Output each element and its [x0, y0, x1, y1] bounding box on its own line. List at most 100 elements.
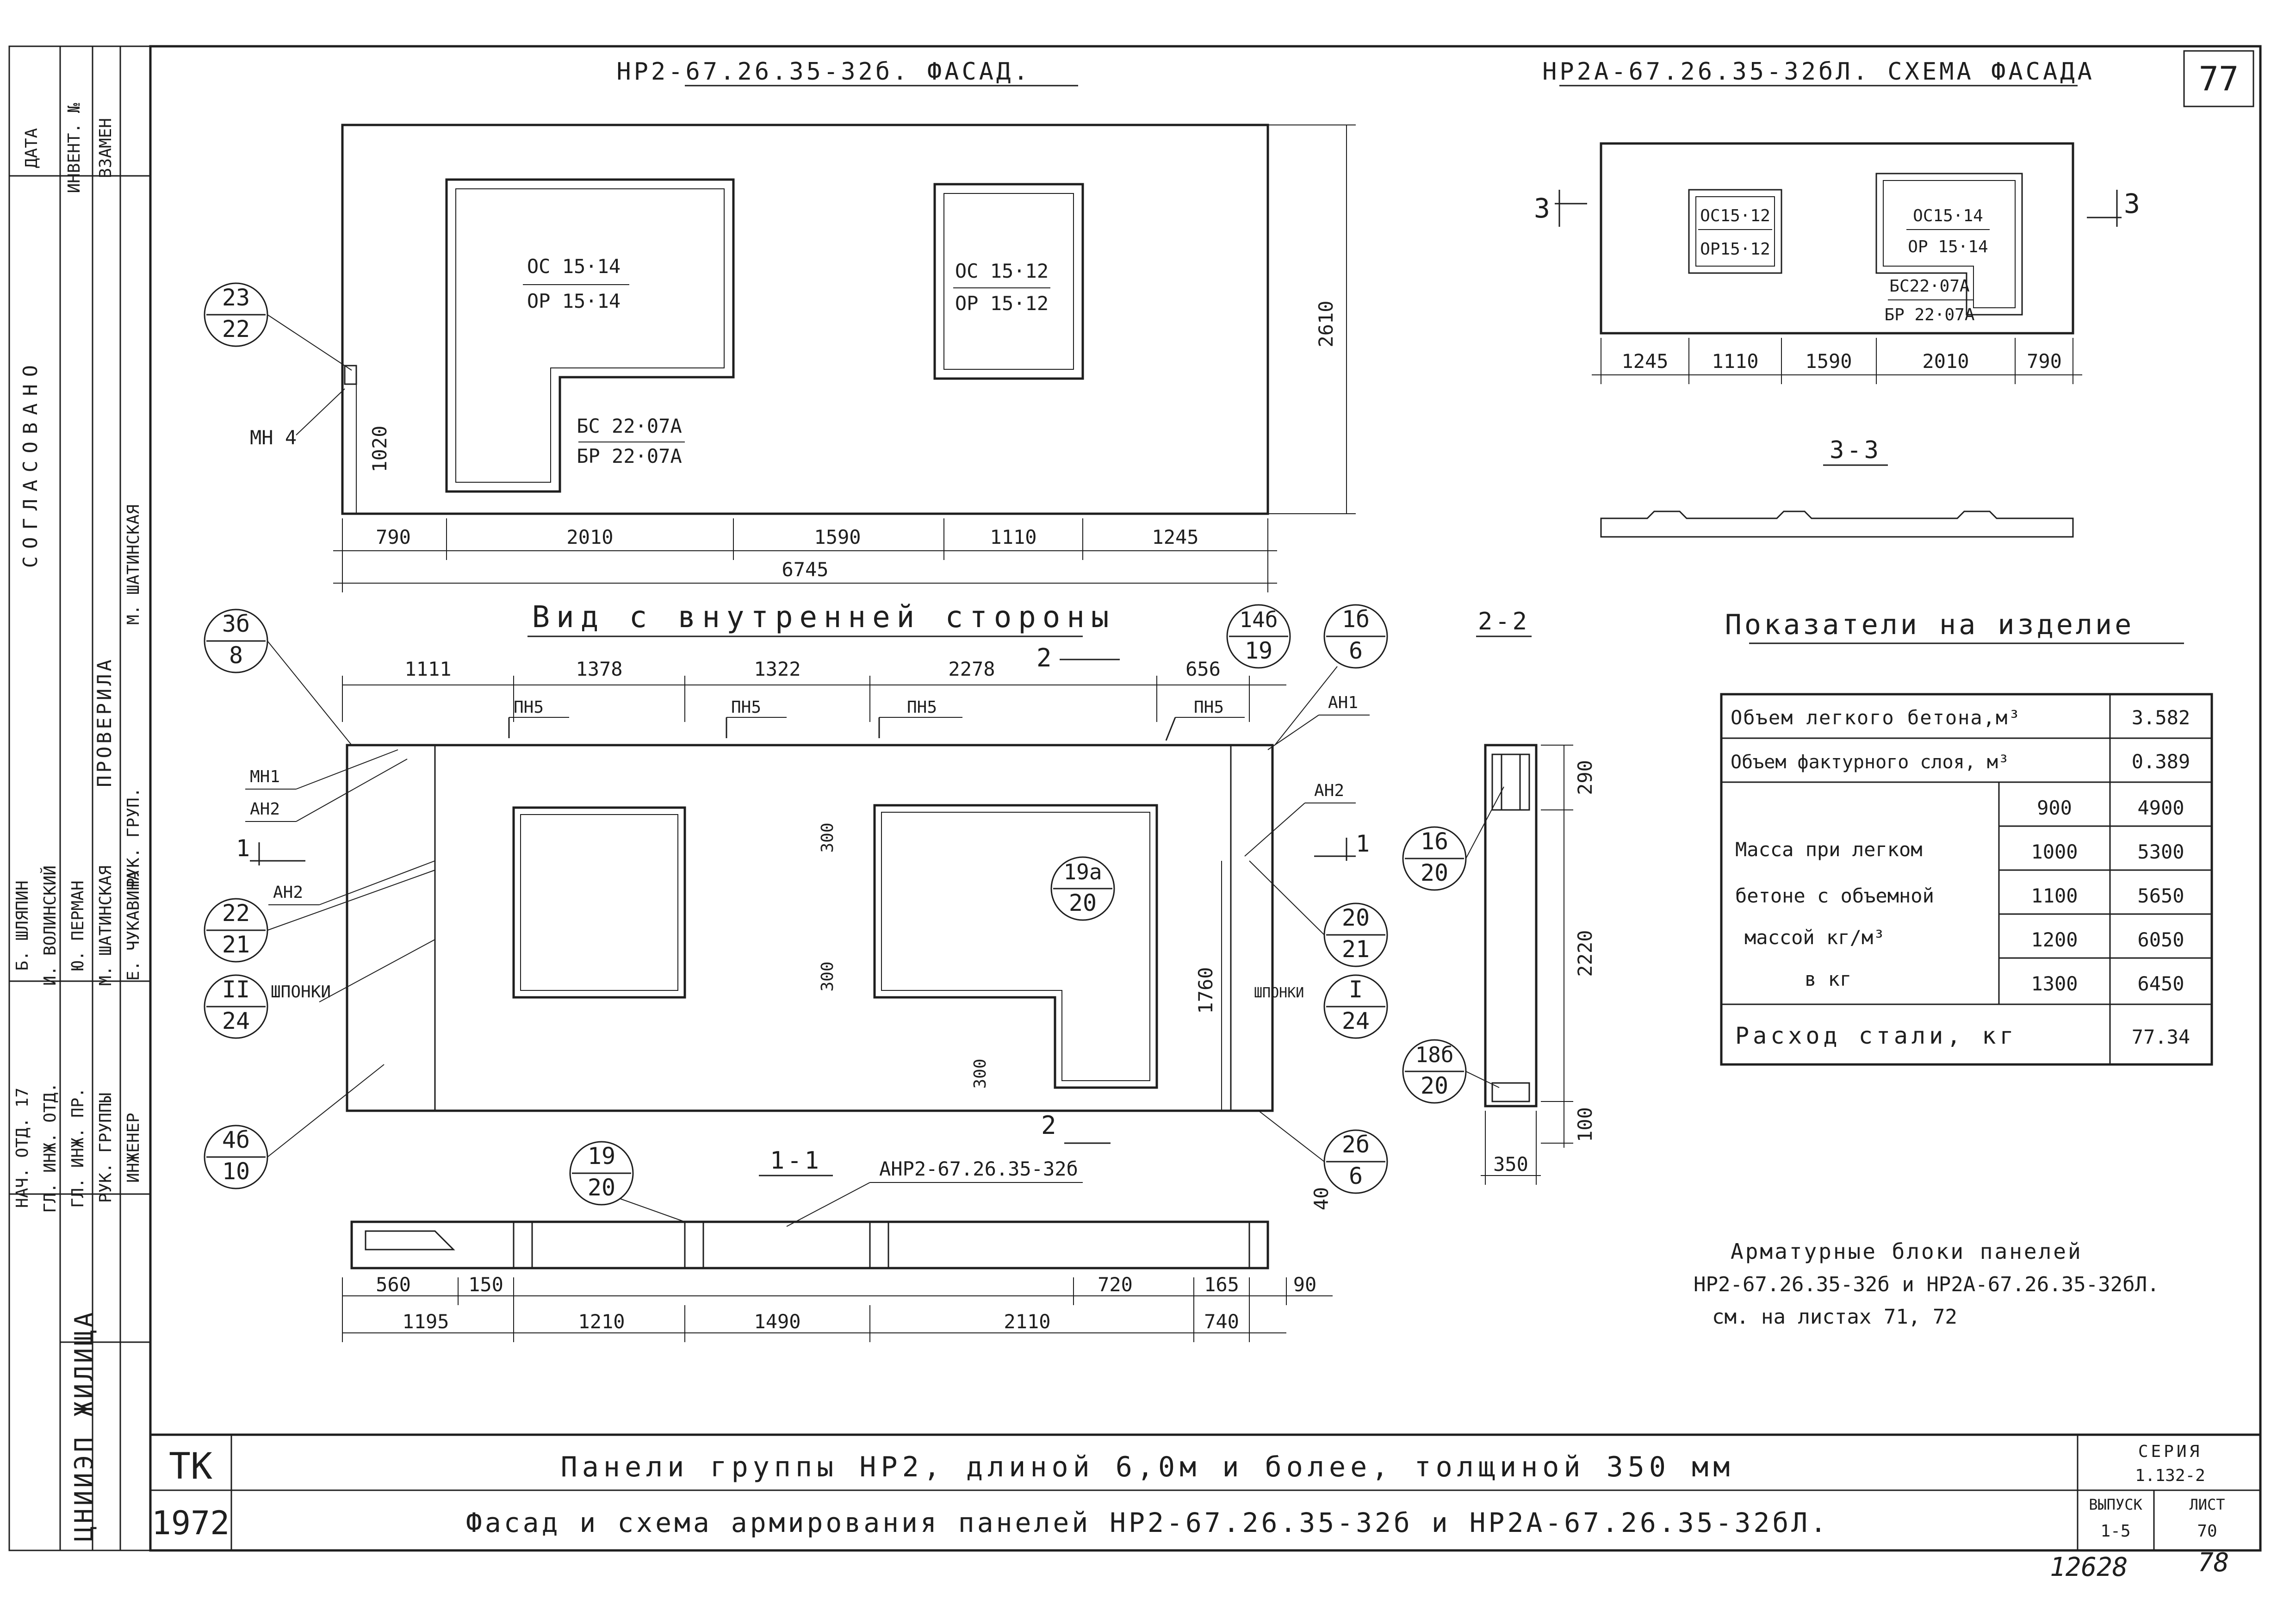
- cut-label: 3: [2124, 188, 2140, 219]
- interior-dim: 2278: [948, 658, 995, 680]
- large-window-label: ОР 15·14: [527, 290, 621, 312]
- callout-text: 6: [1349, 637, 1363, 664]
- note-line: НР2-67.26.35-32б и НР2А-67.26.35-32бЛ.: [1694, 1273, 2159, 1296]
- left-strip-border: [8, 45, 151, 1551]
- list-label: ЛИСТ: [2189, 1496, 2225, 1513]
- section-3-3-profile: [1600, 510, 2074, 538]
- callout-text: 16: [1421, 828, 1448, 855]
- callout-text: 8: [229, 642, 243, 669]
- embedded-part-label: МН1: [250, 767, 280, 786]
- year: 1972: [152, 1504, 230, 1542]
- title-block: ТК 1972 Панели группы НР2, длиной 6,0м и…: [150, 1433, 2260, 1550]
- section-1-1-label: 1-1: [770, 1147, 822, 1175]
- vypusk-value: 1-5: [2100, 1522, 2130, 1541]
- interior-view: Вид с внутренней стороны 1111 1378 1322 …: [204, 600, 1388, 1194]
- dim-40: 40: [1310, 1187, 1333, 1211]
- scheme-title: НР2А-67.26.35-32бЛ. СХЕМА ФАСАДА: [1542, 58, 2095, 86]
- callout-text: 20: [1342, 904, 1370, 931]
- scheme-dim: 2010: [1922, 350, 1969, 373]
- callout-text: 10: [222, 1158, 250, 1185]
- person-name: Б. ШЛЯПИН: [13, 880, 32, 971]
- callout-text: 24: [1342, 1008, 1370, 1034]
- indicator-value: 3.582: [2132, 706, 2190, 729]
- interior-panel-outline: [346, 744, 1274, 1112]
- small-window-label: ОР 15·12: [955, 292, 1049, 315]
- callout-text: 20: [588, 1174, 615, 1201]
- callout-text: 19а: [1063, 859, 1102, 884]
- callout-20-21: 20 21: [1249, 860, 1388, 967]
- callout-text: 21: [222, 931, 250, 958]
- section-dim: 150: [468, 1273, 503, 1296]
- callout-text: 20: [1421, 859, 1448, 886]
- section-1-1: 1-1 АНР2-67.26.35-32б 19 20 40 560 150 7…: [342, 1141, 1333, 1342]
- dim-1110: 1110: [990, 526, 1036, 548]
- section-dim: 740: [1204, 1310, 1239, 1333]
- section-dim: 1195: [402, 1310, 449, 1333]
- dim-1020: 1020: [368, 425, 391, 472]
- interior-dim: 1111: [404, 658, 451, 680]
- dim-1760: 1760: [1194, 967, 1217, 1014]
- dim-350: 350: [1493, 1153, 1528, 1176]
- scheme-panel-outline: [1600, 142, 2074, 335]
- small-window-opening: [933, 183, 1084, 380]
- callout-text: 20: [1421, 1072, 1448, 1099]
- reinforcement-note: Арматурные блоки панелей НР2-67.26.35-32…: [1694, 1239, 2159, 1329]
- callout-II-24: II 24: [204, 974, 268, 1039]
- sheet-number: 77: [2199, 59, 2239, 98]
- section-dim: 100: [1574, 1107, 1596, 1142]
- person-role: ГЛ. ИНЖ. ПР.: [68, 1088, 87, 1208]
- section-dim: 560: [376, 1273, 411, 1296]
- interior-title: Вид с внутренней стороны: [532, 600, 1116, 635]
- inventory-label: ИНВЕНТ. №: [65, 103, 84, 193]
- mass-value: 6450: [2137, 972, 2184, 995]
- section-dim: 720: [1098, 1273, 1133, 1296]
- data-label: ДАТА: [22, 128, 41, 168]
- anchor-label: АН2: [273, 883, 303, 902]
- interior-small-window: [512, 806, 686, 999]
- callout-text: 22: [222, 900, 250, 927]
- title-line-1: Панели группы НР2, длиной 6,0м и более, …: [561, 1451, 1735, 1483]
- handwritten-page-number: 78: [2198, 1548, 2229, 1578]
- dim-300: 300: [971, 1058, 990, 1089]
- callout-text: 6: [1349, 1163, 1363, 1189]
- interior-dim: 656: [1185, 658, 1221, 680]
- indicator-label: Объем легкого бетона,м³: [1731, 706, 2021, 729]
- callout-text: 22: [222, 316, 250, 342]
- mass-value: 4900: [2137, 796, 2184, 819]
- soglasovano-label: СОГЛАСОВАНО: [19, 358, 42, 568]
- handwritten-archive-number: 12628: [2050, 1552, 2128, 1582]
- mass-label: массой кг/м³: [1744, 926, 1885, 949]
- scheme-dim: 1245: [1621, 350, 1668, 373]
- callout-22-21: 22 21: [204, 870, 435, 963]
- callout-19-20: [569, 1141, 634, 1206]
- density-value: 1300: [2031, 972, 2078, 995]
- dim-overall: 6745: [782, 558, 828, 581]
- scheme-window-label: ОР 15·14: [1908, 237, 1988, 256]
- callout-16-20: 16 20: [1402, 786, 1504, 891]
- cut-label: 1: [236, 835, 250, 862]
- callout-text: 18б: [1415, 1042, 1453, 1067]
- indicator-label: Объем фактурного слоя, м³: [1731, 752, 2009, 773]
- callout-text: 14б: [1239, 607, 1278, 632]
- reinforcement-block-label: АНР2-67.26.35-32б: [879, 1157, 1078, 1180]
- mass-label: бетоне с объемной: [1735, 884, 1934, 907]
- anchor-label: АН2: [250, 800, 280, 819]
- large-window-balcony-opening: [445, 178, 735, 493]
- interior-dim: 1378: [576, 658, 622, 680]
- title-line-2: Фасад и схема армирования панелей НР2-67…: [466, 1507, 1829, 1538]
- large-window-label: ОС 15·14: [527, 255, 621, 278]
- section-dim: 2220: [1574, 930, 1596, 977]
- lifting-loop-label: ПН5: [731, 698, 761, 717]
- lifting-loop-label: ПН5: [1194, 698, 1224, 717]
- callout-text: 23: [222, 284, 250, 311]
- dim-300: 300: [818, 822, 837, 852]
- density-value: 900: [2037, 796, 2072, 819]
- indicator-value: 0.389: [2132, 750, 2190, 773]
- indicators-title: Показатели на изделие: [1725, 609, 2135, 641]
- dim-790: 790: [376, 526, 411, 548]
- section-2-2-profile: [1484, 744, 1538, 1108]
- cut-label: 3: [1534, 193, 1550, 224]
- section-dim: 1210: [578, 1310, 625, 1333]
- key-joint-label: ШПОНКИ: [1254, 985, 1304, 1001]
